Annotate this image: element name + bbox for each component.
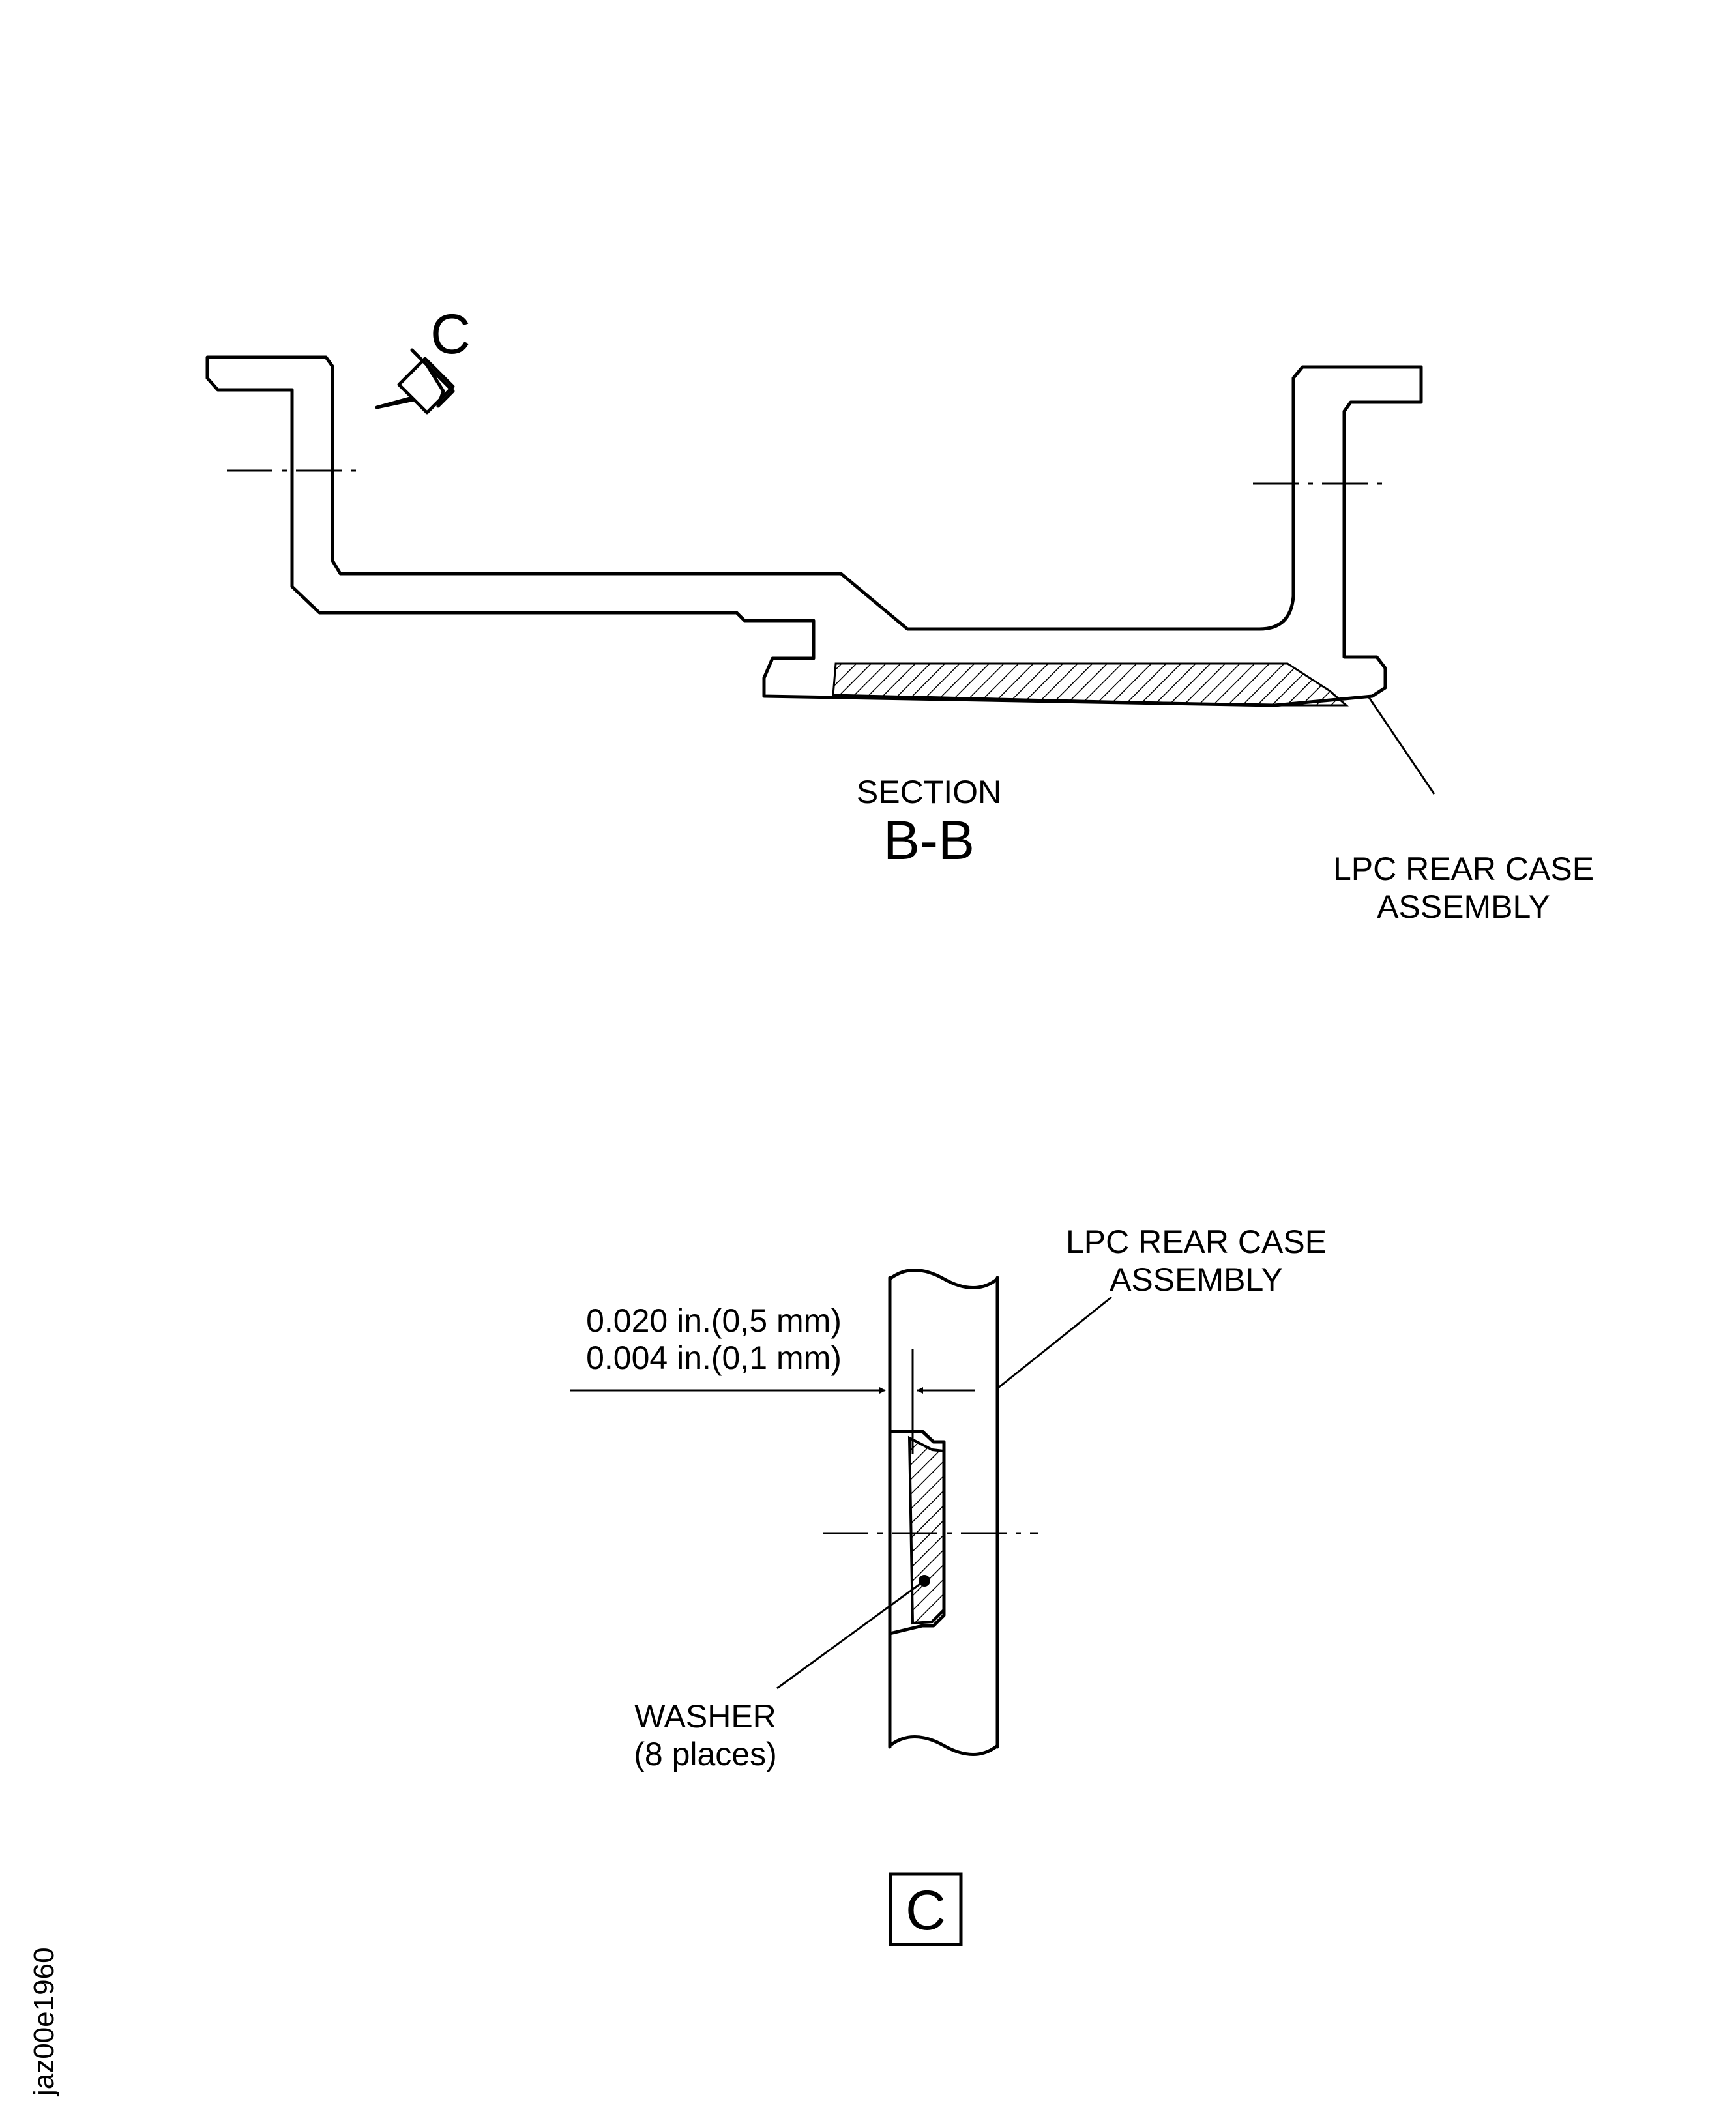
view-letter-box	[889, 1872, 963, 1946]
washer-quantity: (8 places)	[634, 1736, 777, 1772]
case-callout-leader	[1368, 697, 1435, 795]
view-c-arrow-shape	[375, 357, 455, 415]
figure-id: jaz00e1960	[28, 1947, 60, 2097]
detail-c-view: 0.020 in.(0,5 mm) 0.004 in.(0,1 mm) LPC …	[570, 1224, 1327, 1946]
case-section-profile	[205, 355, 1423, 707]
dimension-min: 0.004 in.(0,1 mm)	[586, 1340, 842, 1376]
washer-label: WASHER	[634, 1698, 776, 1735]
case-callout-line2: ASSEMBLY	[1377, 888, 1550, 925]
case-strip	[888, 1269, 999, 1756]
view-c-arrow-icon	[410, 348, 455, 408]
section-label: SECTION	[857, 774, 1001, 810]
washer-hatch	[907, 1435, 945, 1625]
detail-callout-line1: LPC REAR CASE	[1066, 1224, 1327, 1260]
view-arrow-letter: C	[430, 303, 471, 366]
washer-leader	[776, 1579, 925, 1690]
detail-callout-line2: ASSEMBLY	[1110, 1261, 1283, 1298]
section-id: B-B	[883, 810, 975, 871]
view-letter: C	[905, 1879, 946, 1942]
section-b-b-view: C SECTION B-B LPC REAR CASE ASSEMBLY	[205, 303, 1594, 925]
dimension-max: 0.020 in.(0,5 mm)	[586, 1302, 842, 1339]
detail-case-leader	[997, 1296, 1112, 1390]
case-callout-line1: LPC REAR CASE	[1333, 851, 1594, 887]
hatched-seal-area	[832, 662, 1349, 707]
